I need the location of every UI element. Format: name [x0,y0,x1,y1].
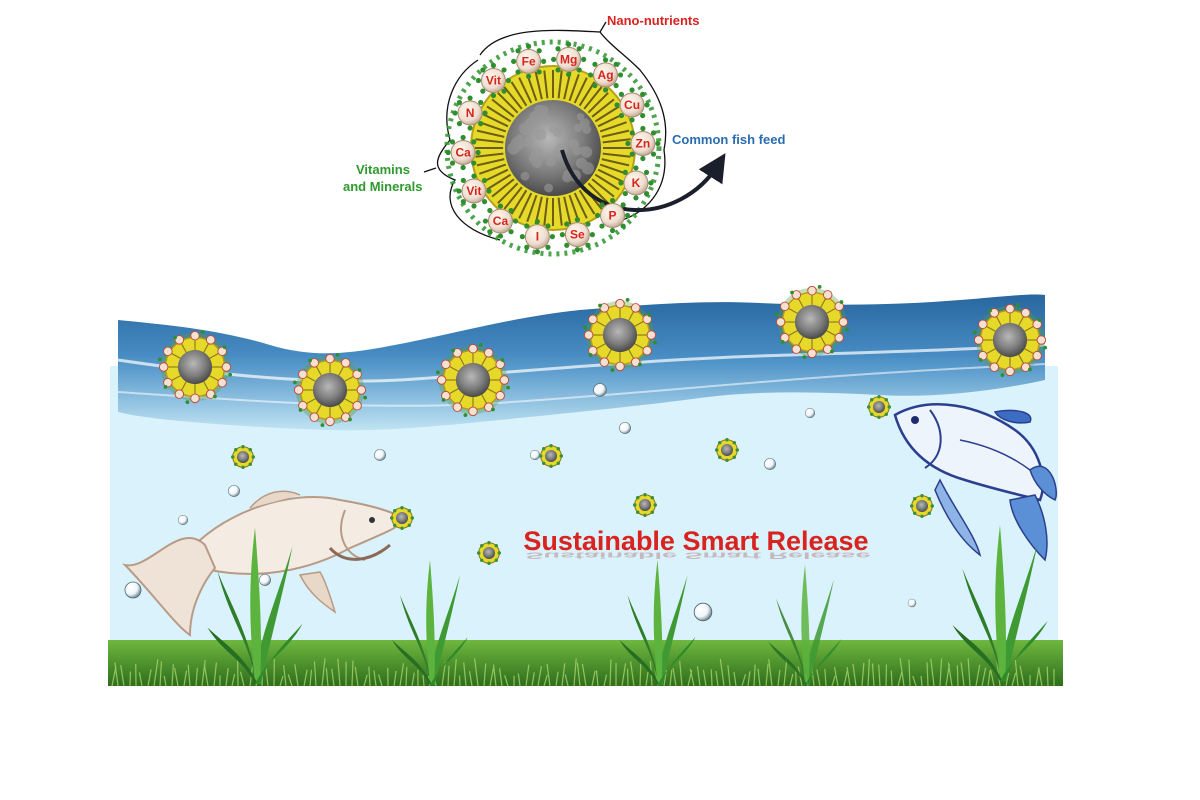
nutrient-chip-8: Ca [483,203,518,238]
bubble-8 [125,582,141,598]
common-feed-label: Common fish feed [672,132,785,147]
bubble-2 [530,450,540,460]
bubble-6 [764,458,775,469]
nutrient-chip-10: Ca [446,135,481,170]
nutrient-chip-12: Vit [476,63,511,98]
bubble-9 [259,574,270,585]
nutrient-label-5: P [609,208,617,222]
nutrient-chip-13: Fe [511,44,546,79]
bubble-7 [805,408,815,418]
nutrient-label-6: Se [570,228,585,242]
nutrient-label-13: Fe [522,54,536,68]
vitamins-label-line1: Vitamins [356,162,410,177]
released-particle-1 [539,444,563,468]
release-title: Sustainable Smart Release [523,526,868,556]
nutrient-chip-0: Mg [551,42,586,77]
nutrient-chip-5: P [595,198,630,233]
nutrient-chip-1: Ag [588,57,623,92]
nutrient-chip-9: Vit [456,173,491,208]
released-particle-0 [231,445,255,469]
nutrient-chip-3: Zn [625,126,660,161]
nutrient-label-10: Ca [455,145,471,159]
bubble-1 [619,422,630,433]
released-particle-2 [715,438,739,462]
nutrient-chip-6: Se [560,217,595,252]
released-particle-4 [633,493,657,517]
nutrient-chip-4: K [618,165,653,200]
bubble-3 [374,449,385,460]
vitamins-label-line2: and Minerals [343,179,422,194]
nano-nutrients-label: Nano-nutrients [607,13,699,28]
bubble-4 [228,485,239,496]
nutrient-label-11: N [466,106,475,120]
bubble-10 [694,603,712,621]
nutrient-label-7: I [536,230,539,244]
nutrient-label-0: Mg [560,52,577,66]
aquarium-scene [108,285,1063,686]
nutrient-label-3: Zn [636,137,651,151]
nutrient-chip-7: I [520,219,555,254]
released-particle-5 [477,541,501,565]
nutrient-chip-2: Cu [614,87,649,122]
nutrient-label-12: Vit [486,74,501,88]
nutrient-label-2: Cu [624,98,640,112]
nutrient-chip-11: N [452,95,487,130]
released-particle-7 [910,494,934,518]
nutrient-label-9: Vit [466,184,481,198]
released-particle-6 [390,506,414,530]
nutrient-label-8: Ca [493,214,509,228]
released-particle-3 [867,395,891,419]
bubble-0 [594,384,607,397]
bubble-5 [178,515,188,525]
bubble-11 [908,599,916,607]
release-title-group: Sustainable Smart Release Sustainable Sm… [523,526,870,561]
nutrient-label-4: K [632,176,641,190]
nutrient-label-1: Ag [598,68,614,82]
